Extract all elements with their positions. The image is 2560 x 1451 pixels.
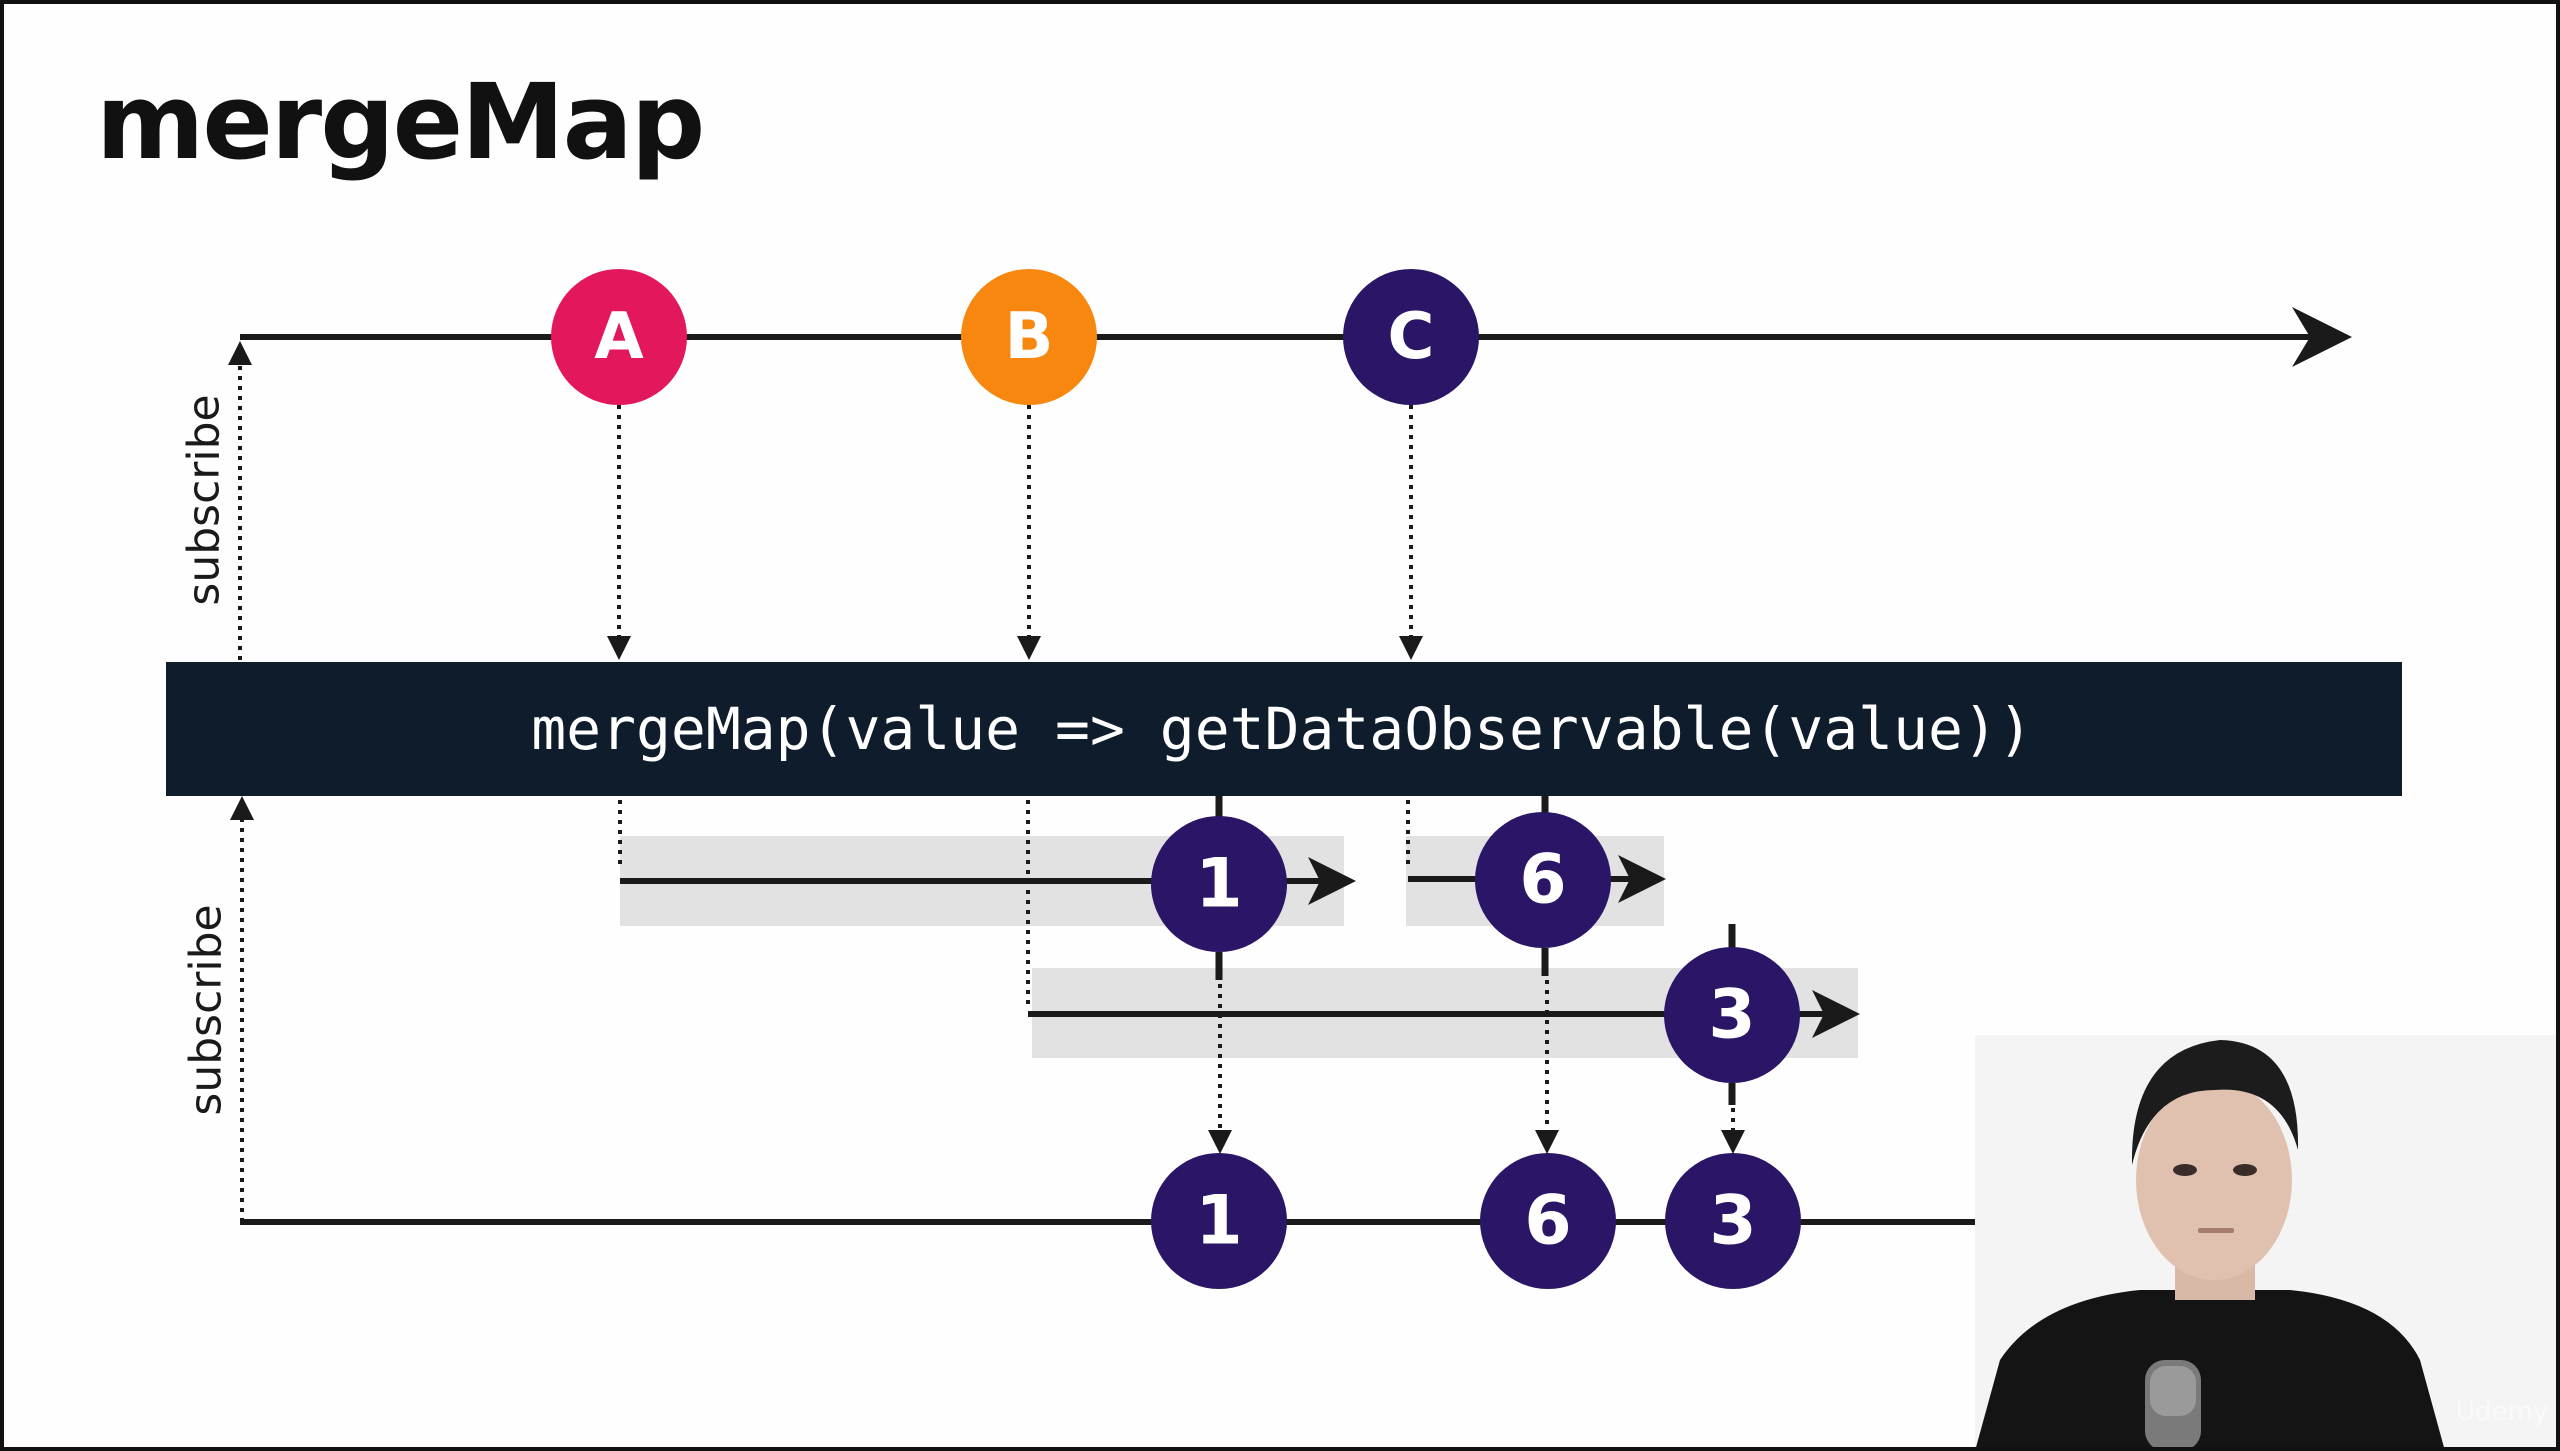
output-marble-3-label: 3	[1709, 1182, 1756, 1261]
source-marble-b-label: B	[1005, 300, 1054, 374]
presenter-webcam: Udemy	[1975, 1035, 2560, 1451]
presenter-avatar	[1975, 1040, 2445, 1451]
output-marble-1: 1	[1151, 1153, 1287, 1289]
inner-marble-3: 3	[1664, 947, 1800, 1083]
inner-marble-6: 6	[1475, 812, 1611, 948]
source-marble-c: C	[1343, 269, 1479, 405]
subscribe-label-top: subscribe	[179, 394, 230, 605]
source-marble-a: A	[551, 269, 687, 405]
source-marble-a-label: A	[594, 300, 644, 374]
source-marble-c-label: C	[1388, 300, 1435, 374]
operator-box: mergeMap(value => getDataObservable(valu…	[166, 662, 2402, 796]
output-marble-6: 6	[1480, 1153, 1616, 1289]
subscribe-label-bottom: subscribe	[181, 904, 232, 1115]
inner-marble-1-label: 1	[1195, 845, 1242, 924]
output-marble-6-label: 6	[1524, 1182, 1571, 1261]
inner-marble-3-label: 3	[1708, 976, 1755, 1055]
inner-marble-6-label: 6	[1519, 841, 1566, 920]
operator-code: mergeMap(value => getDataObservable(valu…	[531, 695, 2033, 763]
inner-marble-1: 1	[1151, 816, 1287, 952]
slide-title: mergeMap	[96, 61, 705, 183]
microphone-icon	[2145, 1360, 2201, 1451]
udemy-watermark: Udemy	[2456, 1397, 2548, 1427]
output-marble-3: 3	[1665, 1153, 1801, 1289]
output-marble-1-label: 1	[1195, 1182, 1242, 1261]
source-marble-b: B	[961, 269, 1097, 405]
